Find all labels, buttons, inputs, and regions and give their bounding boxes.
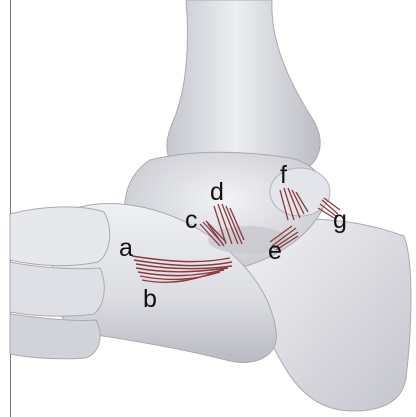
label-b: b <box>143 287 157 312</box>
label-a: a <box>119 236 133 261</box>
label-e: e <box>268 239 282 264</box>
label-g: g <box>333 208 347 233</box>
lateral-malleolus <box>270 168 330 216</box>
metatarsal-middle <box>10 262 104 316</box>
metatarsal-lower <box>10 314 100 359</box>
label-f: f <box>280 163 287 188</box>
metatarsal-upper <box>10 207 110 266</box>
label-d: d <box>210 180 224 205</box>
label-c: c <box>185 208 198 233</box>
